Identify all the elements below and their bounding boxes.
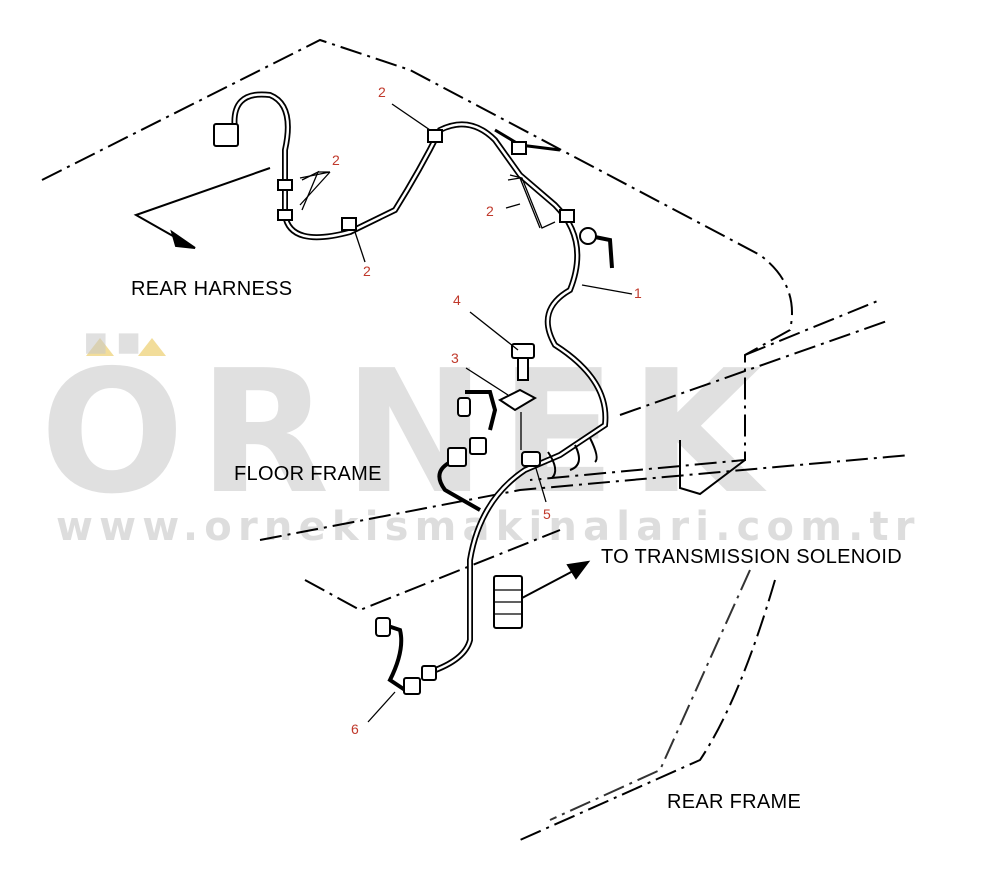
arrow-transmission-line [521, 569, 576, 599]
leader-1 [581, 284, 633, 295]
rear-frame-line-lower [519, 579, 776, 841]
floor-frame-bottom-edge [259, 454, 911, 541]
leader-2d [354, 231, 366, 263]
callout-3: 3 [451, 350, 459, 366]
clamp-f [559, 209, 575, 223]
connector-lower-b [421, 665, 437, 681]
watermark-accent-right [138, 338, 166, 356]
callout-4: 4 [453, 292, 461, 308]
leader-3 [465, 367, 509, 396]
rear-frame-line-upper [304, 529, 561, 612]
label-to-transmission-solenoid: TO TRANSMISSION SOLENOID [601, 546, 902, 568]
clamp-c [341, 217, 357, 231]
bolt-head [511, 343, 535, 359]
sensor-body [375, 617, 391, 637]
block-lines [494, 589, 522, 615]
clamp-a [277, 179, 293, 191]
label-floor-frame: FLOOR FRAME [234, 463, 382, 485]
arrow-rear-harness-line [133, 167, 271, 241]
sensor-body-upper [457, 397, 471, 417]
floor-frame-lower-rail [619, 319, 891, 416]
leader-5 [534, 464, 547, 503]
watermark-brand: ÖRNEK [40, 334, 776, 532]
arrow-transmission-head [566, 560, 591, 580]
leader-2a [391, 103, 431, 131]
clamp-5 [521, 451, 541, 467]
watermark-accent-left [86, 338, 114, 356]
pigtail-1 [569, 444, 580, 471]
leader-2b-bracket [301, 170, 320, 211]
pigtail-2 [589, 437, 598, 463]
connector-rear-harness [213, 123, 239, 147]
branch-cable-sensor [465, 390, 498, 431]
bolt-shank [517, 357, 529, 381]
grommet-right [579, 227, 597, 245]
floor-frame-outline [41, 38, 793, 481]
floor-frame-inner-edge [744, 299, 881, 356]
label-rear-frame: REAR FRAME [667, 791, 802, 813]
clamp-e [511, 141, 527, 155]
callout-5: 5 [543, 506, 551, 522]
leader-4 [469, 311, 519, 351]
connector-left-1 [447, 447, 467, 467]
floor-frame-notch [679, 440, 746, 496]
callout-2-right: 2 [486, 203, 494, 219]
leader-2c [505, 177, 541, 229]
callout-2-left: 2 [332, 152, 340, 168]
callout-1: 1 [634, 285, 642, 301]
label-rear-harness: REAR HARNESS [131, 278, 293, 300]
rear-frame-line-mid [549, 569, 751, 821]
callout-2-top: 2 [378, 84, 386, 100]
clamp-b [277, 209, 293, 221]
arrow-rear-harness-head [170, 229, 196, 249]
sensor-lead [384, 623, 407, 692]
leader-2b [299, 171, 331, 206]
clip-3 [498, 388, 538, 412]
leader-6 [367, 691, 396, 723]
leader-2c-bracket [509, 174, 556, 229]
clamp-d [427, 129, 443, 143]
pigtail-3 [547, 451, 557, 479]
connector-left-2 [469, 437, 487, 455]
main-harness-cable [231, 91, 609, 675]
callout-6: 6 [351, 721, 359, 737]
callout-2-bottom: 2 [363, 263, 371, 279]
connector-lower-a [403, 677, 421, 695]
